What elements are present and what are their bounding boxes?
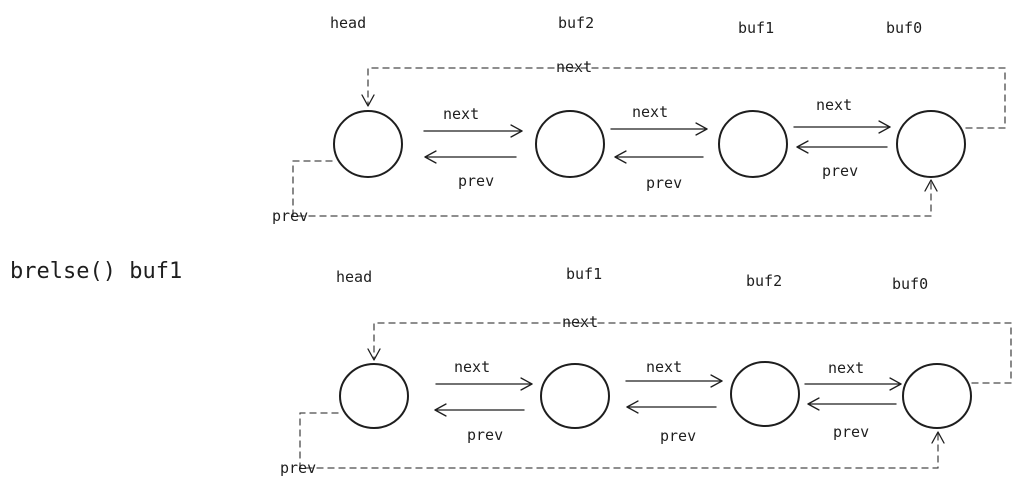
after-edge-prev-3-label: prev — [833, 423, 869, 441]
after-edge-prev-3-arrowhead — [807, 397, 820, 411]
before-edge-prev-2-arrowhead — [614, 150, 627, 164]
after-wrap-prev-arrowhead — [931, 431, 945, 444]
after-edge-next-3-arrowhead — [889, 377, 902, 391]
before-node-label-buf0: buf0 — [886, 19, 922, 37]
before-edge-next-2-arrowhead — [695, 122, 708, 136]
before-edge-next-3-arrowhead — [878, 120, 891, 134]
after-wrap-next — [373, 322, 1012, 384]
before-wrap-prev-label: prev — [272, 207, 308, 225]
after-edge-next-1-arrowhead — [520, 377, 533, 391]
after-edge-prev-1-label: prev — [467, 426, 503, 444]
before-edge-next-1-arrowhead — [510, 124, 523, 138]
before-edge-prev-1-label: prev — [458, 172, 494, 190]
after-wrap-prev-label: prev — [280, 459, 316, 477]
before-wrap-next — [367, 67, 1006, 129]
after-wrap-next-arrowhead — [367, 348, 381, 361]
before-node-label-buf2: buf2 — [558, 14, 594, 32]
before-node-label-buf1: buf1 — [738, 19, 774, 37]
after-edge-prev-2-label: prev — [660, 427, 696, 445]
before-edge-next-3-label: next — [816, 96, 852, 114]
after-edge-next-1-label: next — [454, 358, 490, 376]
operation-label: brelse() buf1 — [10, 259, 182, 284]
before-edge-next-1-label: next — [443, 105, 479, 123]
after-wrap-prev — [299, 412, 939, 469]
before-edge-prev-1-arrowhead — [424, 150, 437, 164]
before-edge-prev-3-arrowhead — [796, 140, 809, 154]
before-edge-next-2-label: next — [632, 103, 668, 121]
before-edge-prev-3-label: prev — [822, 162, 858, 180]
before-node-buf2 — [535, 110, 605, 178]
after-list: head buf1 buf2 buf0 next prev next prev … — [280, 265, 1012, 477]
after-edge-next-2-label: next — [646, 358, 682, 376]
after-edge-prev-1-arrowhead — [434, 403, 447, 417]
after-node-label-buf2: buf2 — [746, 272, 782, 290]
before-wrap-prev — [292, 160, 932, 217]
after-node-label-buf0: buf0 — [892, 275, 928, 293]
after-node-buf2 — [730, 361, 800, 427]
before-node-label-head: head — [330, 14, 366, 32]
before-edge-prev-2-label: prev — [646, 174, 682, 192]
after-node-label-head: head — [336, 268, 372, 286]
before-node-buf1 — [718, 110, 788, 178]
before-wrap-next-arrowhead — [361, 94, 375, 107]
after-node-buf0 — [902, 363, 972, 429]
after-edge-next-2-arrowhead — [710, 374, 723, 388]
after-node-buf1 — [540, 363, 610, 429]
after-wrap-next-label: next — [562, 313, 598, 331]
after-node-label-buf1: buf1 — [566, 265, 602, 283]
before-node-buf0 — [896, 110, 966, 178]
after-node-head — [339, 363, 409, 429]
before-node-head — [333, 110, 403, 178]
after-edge-next-3-label: next — [828, 359, 864, 377]
before-wrap-next-label: next — [556, 58, 592, 76]
after-edge-prev-2-arrowhead — [626, 400, 639, 414]
before-list: head buf2 buf1 buf0 next prev next prev … — [272, 14, 1006, 225]
before-wrap-prev-arrowhead — [924, 179, 938, 192]
